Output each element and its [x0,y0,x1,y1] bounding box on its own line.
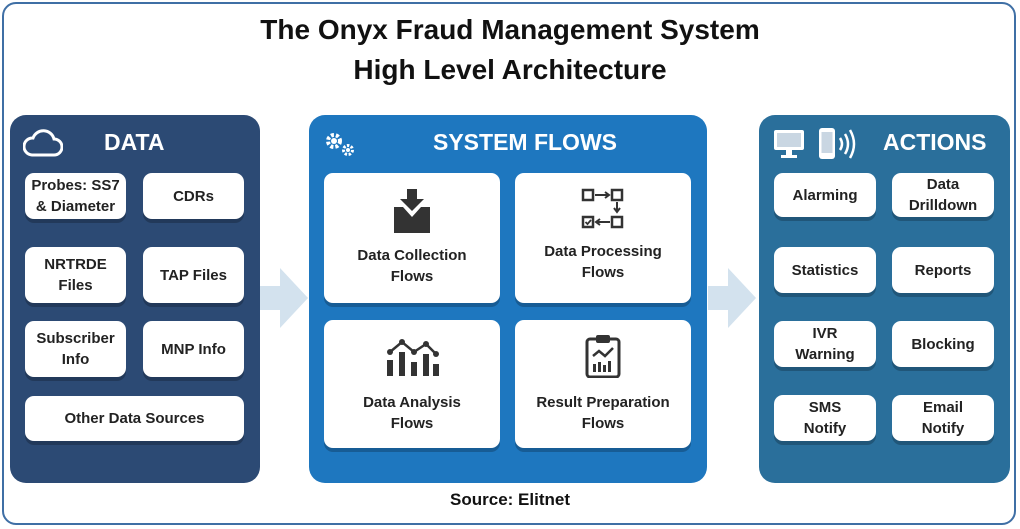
diagram-title: The Onyx Fraud Management System [260,14,760,45]
system-flows-title: SYSTEM FLOWS [433,129,617,155]
data-panel-title: DATA [104,129,165,155]
data-item-probes: Probes: SS7& Diameter [25,173,126,219]
action-alarming: Alarming [774,173,876,217]
cloud-icon [23,129,63,157]
data-item-mnp-info: MNP Info [143,321,244,377]
source-caption: Source: Elitnet [450,490,570,509]
action-blocking: Blocking [892,321,994,367]
actions-panel-title: ACTIONS [883,129,987,155]
analytics-chart-icon [387,339,439,376]
gears-icon [326,133,354,156]
clipboard-chart-icon [585,335,621,378]
data-item-cdrs: CDRs [143,173,244,219]
diagram-subtitle: High Level Architecture [353,54,667,85]
action-statistics: Statistics [774,247,876,293]
action-reports: Reports [892,247,994,293]
arrow-right-icon [708,268,756,328]
arrow-right-icon [260,268,308,328]
process-flow-icon [581,188,624,229]
inbox-download-icon [394,189,430,233]
data-item-other-sources: Other Data Sources [25,396,244,441]
monitor-icon [774,130,804,158]
data-item-tap-files: TAP Files [143,247,244,303]
phone-signal-icon [819,128,856,159]
